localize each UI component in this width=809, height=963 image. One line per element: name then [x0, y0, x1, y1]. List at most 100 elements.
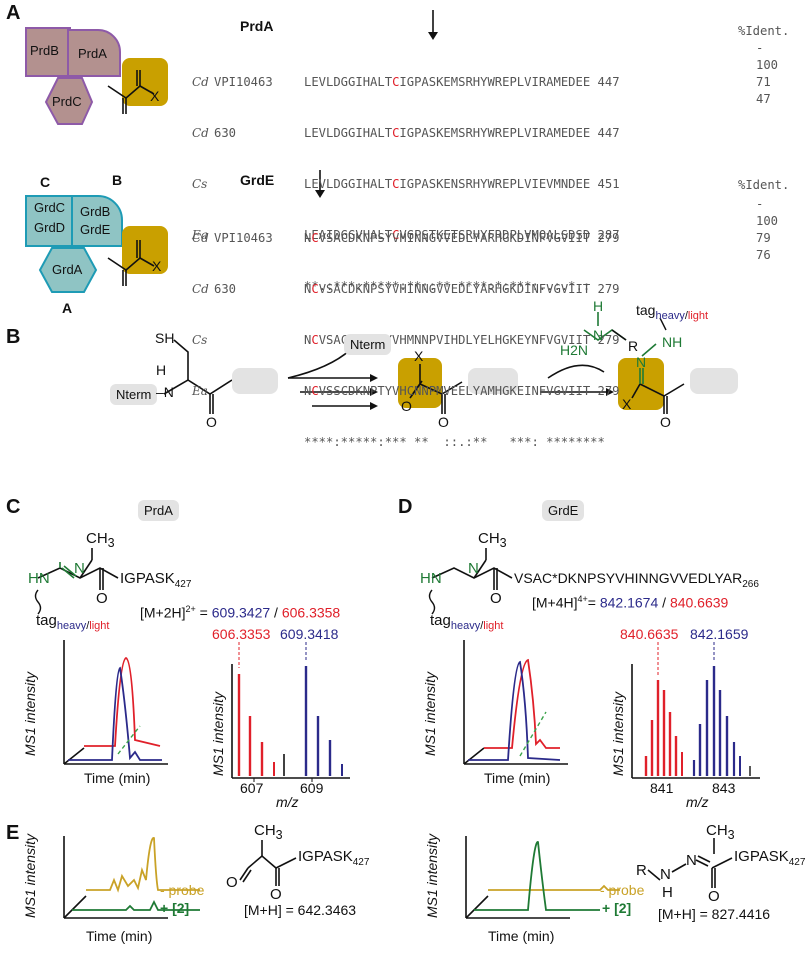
grdbe-shape — [71, 195, 123, 247]
trace-no-probe-r — [488, 884, 620, 891]
n-d: N — [468, 560, 479, 577]
label-prdc: PrdC — [52, 94, 82, 109]
label-grda: GrdA — [52, 262, 83, 277]
trace-heavy — [68, 666, 162, 761]
grda-shape — [38, 247, 98, 293]
panel-c-spectrum — [231, 642, 350, 782]
panel-label-c: C — [6, 496, 21, 518]
grde-ident-header: %Ident. — [738, 178, 790, 192]
tick-c-1: 607 — [240, 780, 264, 796]
peak-heavy-d: 842.1659 — [690, 626, 749, 642]
o-e-right: O — [708, 888, 720, 905]
trace-probe — [72, 899, 200, 911]
o1-e-left: O — [226, 874, 238, 891]
peak-heavy-c: 609.3418 — [280, 626, 339, 642]
x-group-b1: X — [414, 348, 424, 364]
label-prdb: PrdB — [30, 43, 59, 58]
xlabel-c-time: Time (min) — [84, 770, 151, 786]
xlabel-d-time: Time (min) — [484, 770, 551, 786]
label-grdb: GrdB — [80, 204, 111, 219]
hn-c: HN — [28, 570, 50, 587]
prdb-shape — [25, 27, 71, 77]
prd-complex-icon — [25, 27, 168, 125]
grde-ident-values: - 100 79 76 — [756, 197, 779, 262]
trace-light-d — [484, 658, 560, 749]
n-imine-b: N — [636, 354, 647, 370]
xlabel-d-mz: m/z — [686, 794, 709, 810]
ch3-c: CH3 — [86, 530, 115, 550]
cys-arrow-grde — [315, 170, 325, 198]
ylabel-c-spec: MS1 intensity — [210, 691, 226, 776]
grde-alignment-title: GrdE — [240, 172, 275, 188]
nh-label-b: NH — [662, 334, 683, 350]
n-c: N — [74, 560, 85, 577]
reagent-h: H — [593, 298, 604, 314]
reagent-h2n: H2N — [560, 342, 589, 358]
panel-d-structure — [428, 548, 513, 615]
prda-shape — [67, 29, 121, 77]
sh-group: SH — [155, 330, 175, 346]
ch3-e-right: CH3 — [706, 822, 735, 842]
o-d: O — [490, 590, 502, 607]
o2-e-left: O — [270, 886, 282, 903]
grdcd-shape — [25, 195, 73, 247]
tick-c-2: 609 — [300, 780, 324, 796]
label-x-grd: X — [152, 258, 162, 274]
trace-no-probe — [86, 837, 200, 893]
xlabel-e-left: Time (min) — [86, 928, 153, 944]
panel-b-scheme — [163, 312, 738, 414]
trace-light — [84, 657, 161, 747]
ylabel-c-chrom: MS1 intensity — [22, 671, 38, 756]
ylabel-e-left: MS1 intensity — [22, 833, 38, 918]
label-x-prd: X — [150, 88, 160, 104]
mass-e-left: [M+H] = 642.3463 — [244, 902, 357, 918]
subunit-a-label: A — [62, 300, 73, 316]
panel-e-right-structure — [647, 838, 733, 888]
hn-d: HN — [420, 570, 442, 587]
panel-label-d: D — [398, 496, 413, 518]
ylabel-d-spec: MS1 intensity — [610, 691, 626, 776]
h-e-right: H — [662, 884, 673, 901]
panel-label-e: E — [6, 822, 20, 844]
probe-right: + [2] — [602, 900, 632, 916]
mass-e-right: [M+H] = 827.4416 — [658, 906, 771, 922]
carbonyl-o: O — [206, 414, 217, 430]
ch3-d: CH3 — [478, 530, 507, 550]
ch3-e-left: CH3 — [254, 822, 283, 842]
prda-alignment-title: PrdA — [240, 18, 274, 34]
panel-d-chromatogram — [463, 640, 568, 765]
tick-d-2: 843 — [712, 780, 736, 796]
peak-light-c: 606.3353 — [212, 626, 271, 642]
nh-h: H — [156, 362, 167, 378]
grd-complex-icon — [25, 195, 168, 293]
no-probe-right: - probe — [600, 882, 645, 898]
prda-ident-values: - 100 71 47 — [756, 41, 779, 106]
ylabel-e-right: MS1 intensity — [424, 833, 440, 918]
gold-box-grd — [122, 226, 168, 274]
prda-pill: PrdA — [138, 500, 179, 521]
probe-left: + [2] — [160, 900, 190, 916]
tag-d: tagheavy/light — [430, 612, 504, 632]
trace-probe-r — [474, 841, 600, 911]
panel-e-left-chromatogram — [63, 836, 200, 919]
dash-n: –N — [156, 384, 174, 400]
label-grdc: GrdC — [34, 200, 66, 215]
prdc-shape — [44, 77, 94, 125]
panel-label-a: A — [6, 2, 21, 24]
o-b1b: O — [438, 414, 449, 430]
tag-label-b: tagheavy/light — [636, 302, 709, 322]
ylabel-d-chrom: MS1 intensity — [422, 671, 438, 756]
mass-c: [M+2H]2+ = 609.3427 / 606.3358 — [140, 604, 341, 621]
subunit-c-label: C — [40, 174, 51, 190]
trace-heavy-d — [468, 660, 561, 761]
label-grdd: GrdD — [34, 220, 66, 235]
